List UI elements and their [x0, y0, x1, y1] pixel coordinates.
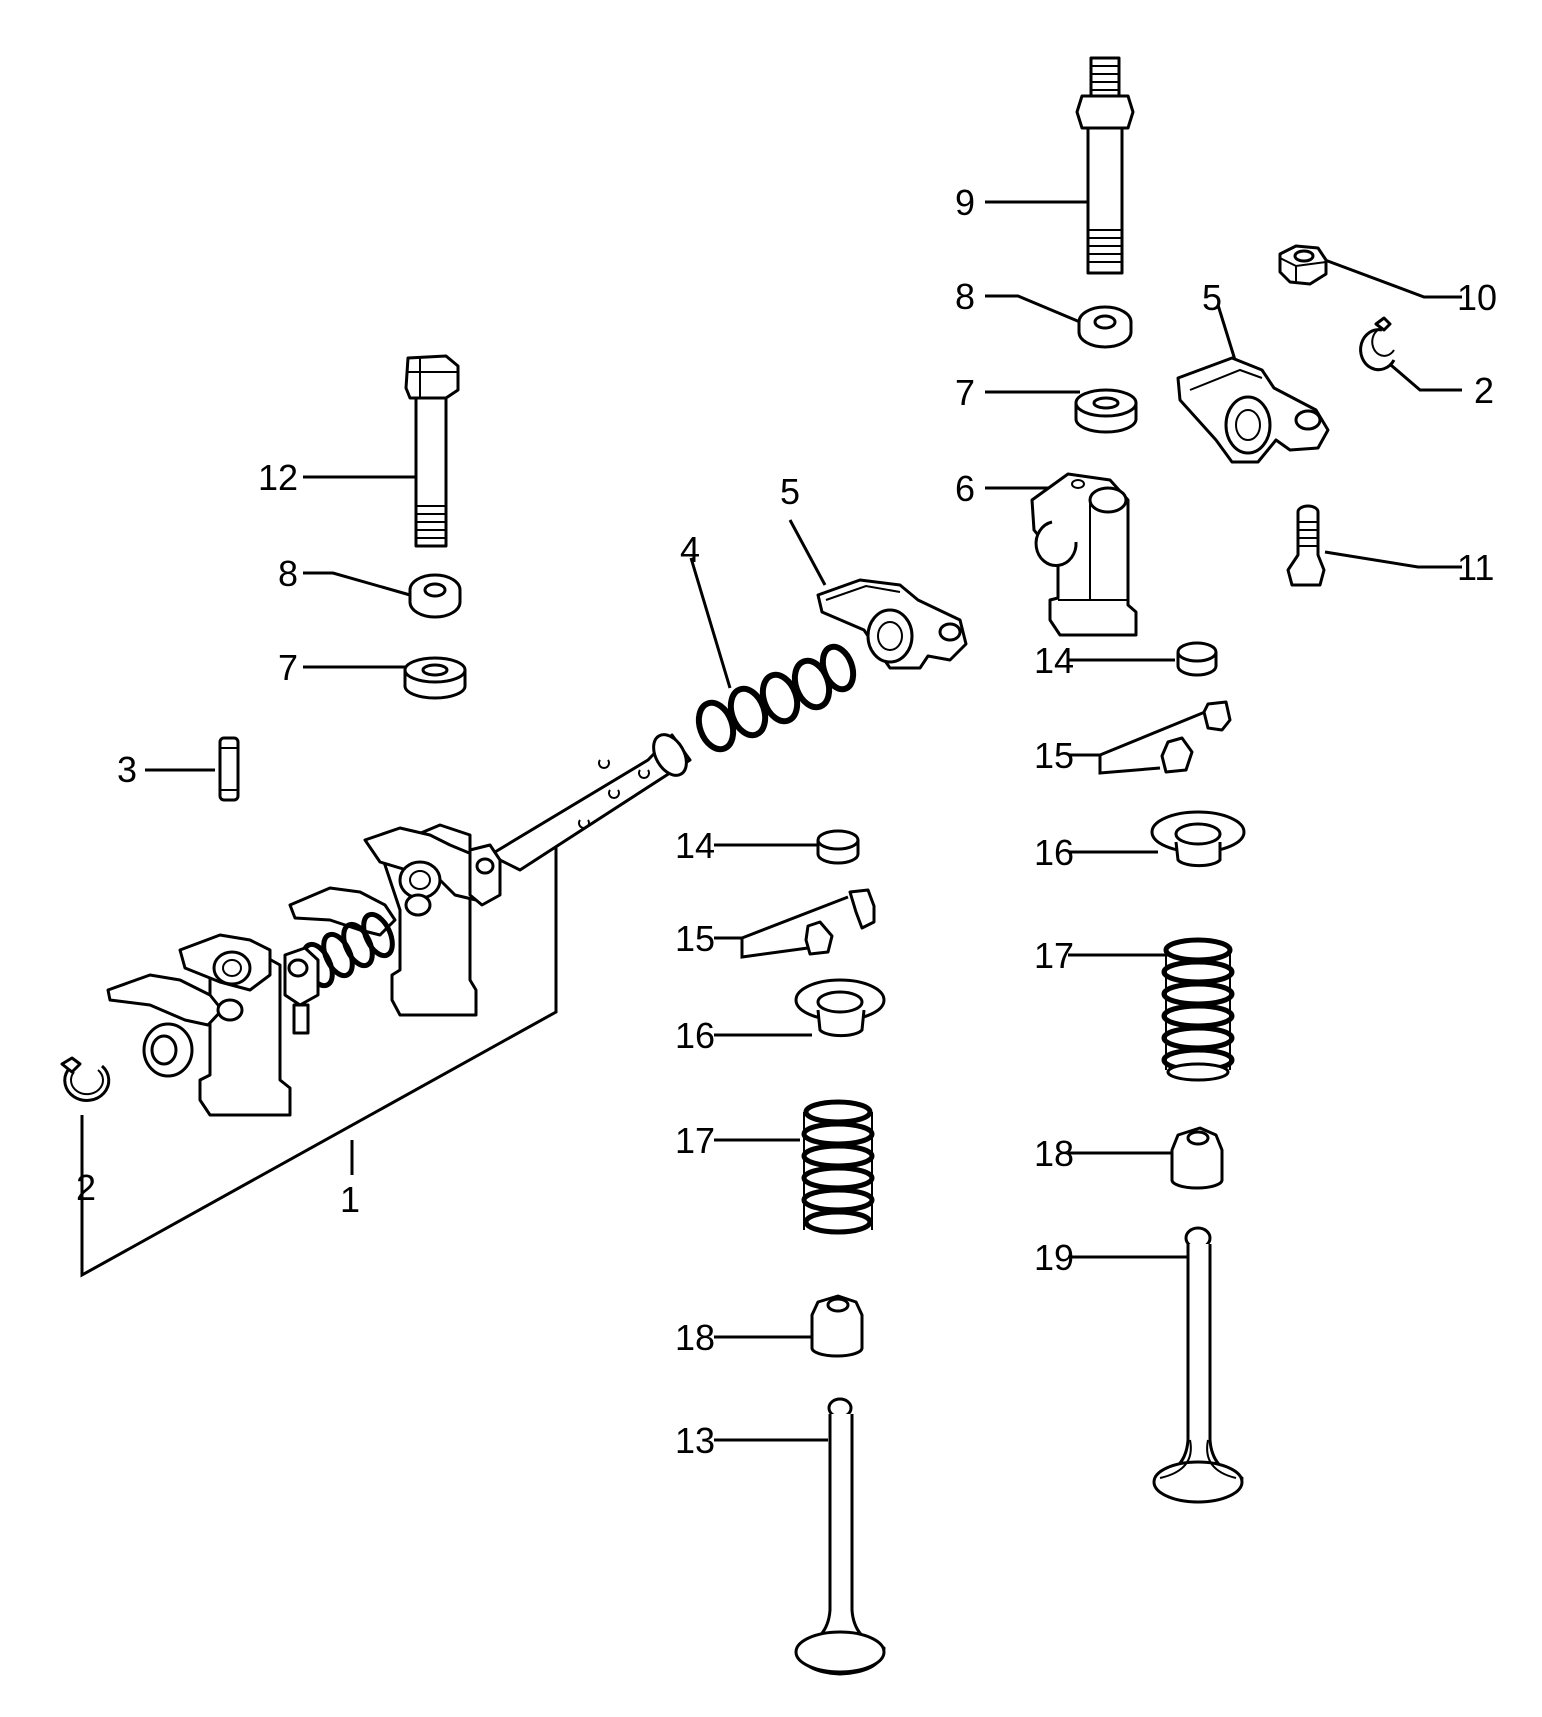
label-7-right: 7	[955, 372, 975, 413]
label-3: 3	[117, 749, 137, 790]
valve-spring-left-drawing	[801, 1099, 875, 1235]
label-15-left: 15	[675, 918, 715, 959]
part-labels: 1 2 2 3 4 5 5 6 7 7 8 8 9 10 11 12 13 14…	[76, 182, 1497, 1461]
valve-spring-right-drawing	[1161, 937, 1235, 1082]
leader-2-right	[1384, 358, 1462, 392]
spring-drawing	[695, 643, 857, 753]
intake-valve-drawing	[794, 1397, 886, 1676]
label-13: 13	[675, 1420, 715, 1461]
label-16-right: 16	[1034, 832, 1074, 873]
label-14-left: 14	[675, 825, 715, 866]
lock-washer-right-drawing	[1077, 305, 1133, 349]
rocker-arm-left-drawing	[816, 578, 968, 670]
label-16-left: 16	[675, 1015, 715, 1056]
leader-lines	[80, 200, 1462, 1442]
leader-8-left	[303, 571, 411, 597]
label-5-right: 5	[1202, 277, 1222, 318]
spring-retainer-left-drawing	[794, 978, 886, 1038]
leader-1-bracket	[80, 825, 558, 1278]
circlip-left-drawing	[60, 1056, 111, 1102]
valve-cap-left-drawing	[816, 829, 860, 865]
valve-collets-right-drawing	[1160, 700, 1232, 774]
leader-4	[689, 557, 732, 689]
label-7-left: 7	[278, 647, 298, 688]
leader-5-left	[788, 519, 827, 586]
valve-cap-right-drawing	[1176, 641, 1218, 677]
label-18-left: 18	[675, 1317, 715, 1358]
label-8-right: 8	[955, 276, 975, 317]
label-8-left: 8	[278, 553, 298, 594]
label-1: 1	[340, 1179, 360, 1220]
rocker-arm-right-drawing	[1176, 356, 1330, 464]
label-10: 10	[1457, 277, 1497, 318]
exhaust-valve-drawing	[1152, 1226, 1244, 1504]
label-17-left: 17	[675, 1120, 715, 1161]
bolt-drawing	[404, 354, 460, 548]
label-15-right: 15	[1034, 735, 1074, 776]
rocker-shaft-assembly-drawing	[106, 733, 692, 1117]
washer-right-drawing	[1074, 388, 1138, 434]
label-12: 12	[258, 457, 298, 498]
leader-11	[1324, 550, 1462, 569]
label-4: 4	[680, 529, 700, 570]
spring-retainer-right-drawing	[1150, 810, 1246, 868]
leader-15-right	[1068, 710, 1206, 775]
label-17-right: 17	[1034, 935, 1074, 976]
washer-left-drawing	[403, 656, 467, 700]
valve-collets-left-drawing	[804, 888, 876, 956]
label-5-left: 5	[780, 471, 800, 512]
valve-stem-seal-left-drawing	[810, 1294, 864, 1358]
leader-10	[1324, 258, 1462, 299]
label-11: 11	[1457, 547, 1494, 588]
label-6: 6	[955, 468, 975, 509]
label-18-right: 18	[1034, 1133, 1074, 1174]
label-14-right: 14	[1034, 640, 1074, 681]
label-9: 9	[955, 182, 975, 223]
label-19: 19	[1034, 1237, 1074, 1278]
nut-drawing	[1278, 244, 1328, 286]
label-2-right: 2	[1474, 370, 1494, 411]
lock-washer-left-drawing	[408, 573, 462, 619]
leader-5-right	[1216, 304, 1237, 361]
rocker-bracket-drawing	[1030, 472, 1138, 637]
valve-stem-seal-right-drawing	[1170, 1126, 1224, 1190]
label-2-left: 2	[76, 1167, 96, 1208]
leader-15-left	[714, 895, 849, 959]
adjusting-screw-drawing	[1286, 504, 1326, 587]
stud-drawing	[1075, 56, 1135, 275]
leader-8-right	[985, 294, 1081, 324]
pin-drawing	[218, 736, 240, 802]
circlip-right-drawing	[1359, 316, 1396, 372]
